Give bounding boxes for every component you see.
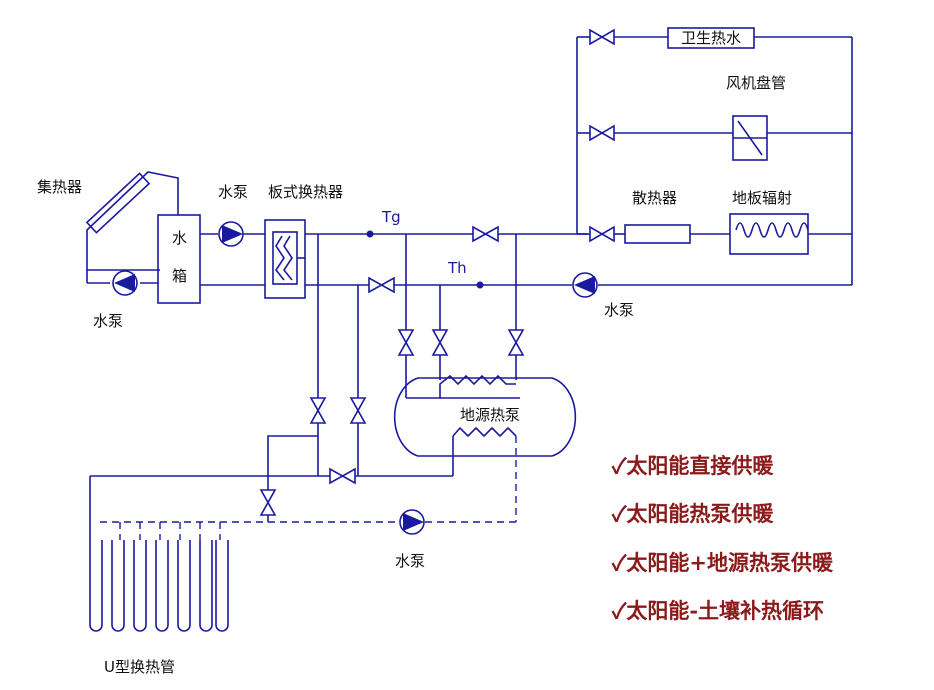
ground-valve-4 <box>329 467 356 485</box>
return-valve <box>368 276 395 294</box>
ground-valve-1 <box>309 397 327 424</box>
water-tank <box>157 214 201 304</box>
plate-heat-exchanger <box>264 219 306 299</box>
tg-label: Tg <box>381 208 401 226</box>
hp-valve-2 <box>431 329 449 356</box>
mode-item-2: ✓太阳能热泵供暖 <box>611 501 774 526</box>
u-tube-label: U型换热管 <box>104 658 175 676</box>
collector-pump-label: 水泵 <box>93 312 123 330</box>
collector-loop <box>86 171 179 284</box>
fan-coil-valve <box>589 124 615 142</box>
tank-pump-label: 水泵 <box>218 183 248 201</box>
ground-loop-pump-label: 水泵 <box>395 552 425 570</box>
fan-coil-unit <box>732 115 768 161</box>
return-pump-label: 水泵 <box>604 301 634 319</box>
radiator-label: 散热器 <box>632 189 677 207</box>
dhw-valve <box>589 28 615 46</box>
hp-valve-3 <box>507 329 525 356</box>
sanitary-hot-water-label: 卫生热水 <box>681 29 741 47</box>
th-label: Th <box>447 259 467 277</box>
supply-main-valve <box>472 225 499 243</box>
fan-coil-label: 风机盘管 <box>726 74 786 92</box>
ground-loop-pump <box>399 509 425 535</box>
collector-label: 集热器 <box>37 178 82 196</box>
sanitary-hot-water-box <box>667 27 755 49</box>
th-sensor <box>476 281 484 289</box>
radiator-box <box>624 224 691 244</box>
ground-source-heat-pump-label: 地源热泵 <box>460 406 520 424</box>
solar-collector <box>85 172 151 234</box>
ground-source-heat-pump <box>393 374 577 476</box>
ground-valve-3 <box>259 489 277 516</box>
water-tank-label-top: 水 <box>172 229 187 247</box>
return-pump <box>572 272 598 298</box>
tg-sensor <box>366 230 374 238</box>
tank-pump <box>218 221 244 247</box>
plate-hx-label: 板式换热器 <box>268 183 343 201</box>
water-tank-label-bottom: 箱 <box>172 267 187 285</box>
floor-radiant-coil <box>729 213 809 255</box>
u-tube-array <box>89 540 229 632</box>
ground-valve-2 <box>349 397 367 424</box>
mode-item-1: ✓太阳能直接供暖 <box>611 453 774 478</box>
collector-pump <box>112 270 138 296</box>
floor-radiant-label: 地板辐射 <box>732 189 792 207</box>
mode-item-3: ✓太阳能+地源热泵供暖 <box>611 550 834 575</box>
mode-item-4: ✓太阳能-土壤补热循环 <box>611 598 824 623</box>
radiator-valve <box>589 225 615 243</box>
hp-valve-1 <box>397 329 415 356</box>
